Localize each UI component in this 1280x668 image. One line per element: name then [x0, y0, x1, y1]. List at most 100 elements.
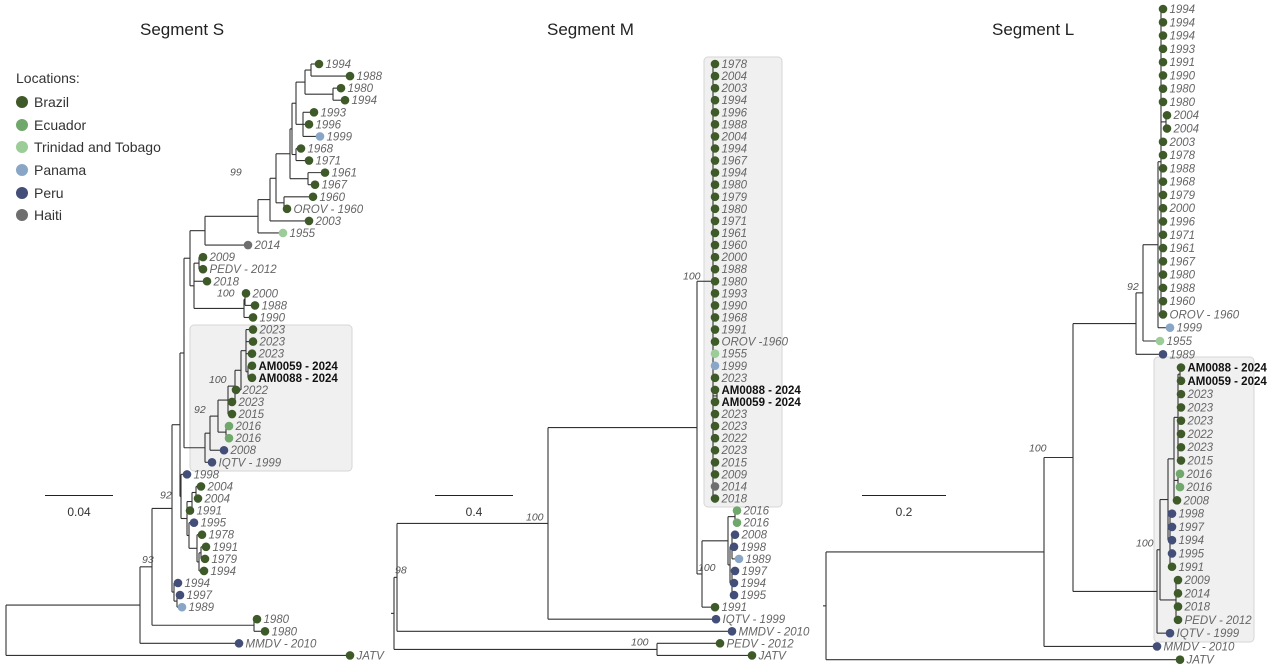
tip-label: 1994: [1179, 535, 1205, 547]
tip-label: 1980: [1170, 97, 1196, 109]
tip-dot: [1158, 190, 1168, 200]
tip-dot: [1158, 217, 1168, 226]
tip-label: 1990: [260, 312, 286, 324]
tip-label: 1994: [1170, 31, 1196, 43]
tip-label: 1999: [327, 131, 353, 143]
tip-dot: [710, 421, 720, 431]
tip-dot: [1173, 602, 1183, 611]
tip-label: 1999: [722, 361, 748, 373]
tip-label: 1996: [722, 107, 748, 119]
tip-label: 2023: [1187, 442, 1214, 454]
tip-label: 1995: [741, 590, 767, 602]
tip-dot: [177, 602, 187, 612]
tip-dot: [241, 289, 251, 298]
tip-label: 2016: [743, 518, 770, 530]
tip-label: OROV - 1960: [1170, 309, 1240, 321]
tip-label: AM0059 - 2024: [1188, 376, 1268, 388]
panama-dot-icon: [16, 164, 28, 177]
tip-label: AM0088 - 2024: [722, 385, 802, 397]
tip-label: JATV: [758, 650, 788, 662]
tip-label: 2018: [213, 276, 240, 288]
tip-dot: [1158, 17, 1168, 27]
tip-dot: [197, 530, 207, 540]
tip-dot: [247, 373, 257, 383]
tip-dot: [314, 59, 324, 69]
legend-label: Haiti: [34, 207, 63, 224]
tip-dot: [278, 228, 288, 238]
tip-label: 2023: [721, 409, 748, 421]
tip-label: 2023: [259, 325, 286, 337]
tip-label: 1998: [1179, 509, 1205, 521]
support-value: 100: [526, 511, 544, 523]
tip-label: 1993: [321, 107, 347, 119]
tip-dot: [198, 252, 208, 262]
tip-dot: [247, 349, 257, 358]
tip-dot: [250, 301, 260, 310]
tip-dot: [710, 494, 720, 503]
tip-label: 2016: [743, 506, 770, 518]
tip-dot: [710, 361, 720, 371]
tip-dot: [1158, 177, 1168, 186]
tip-label: 1980: [348, 83, 374, 95]
legend-item-panama: Panama: [16, 159, 161, 182]
support-value: 100: [1136, 538, 1154, 550]
tip-dot: [710, 132, 720, 141]
haiti-dot-icon: [16, 209, 28, 222]
tip-dot: [1158, 150, 1168, 160]
legend-title: Locations:: [16, 70, 80, 86]
tip-label: 2014: [254, 240, 281, 252]
tip-label: 1980: [1170, 84, 1196, 96]
tip-label: OROV - 1960: [294, 204, 364, 216]
tip-label: 1990: [1170, 70, 1196, 82]
support-value: 92: [194, 404, 206, 416]
tip-label: 1978: [209, 530, 235, 542]
tip-label: 1978: [1170, 150, 1196, 162]
tip-label: 2000: [1169, 203, 1196, 215]
brazil-dot-icon: [16, 96, 28, 109]
tip-dot: [309, 107, 319, 117]
tip-label: 1991: [1179, 562, 1205, 574]
scale-line: [45, 495, 113, 496]
tip-dot: [710, 325, 720, 334]
tip-dot: [710, 204, 720, 214]
tip-dot: [304, 216, 314, 226]
tip-dot: [747, 651, 757, 660]
tip-dot: [189, 518, 199, 527]
tip-label: PEDV - 2012: [1185, 615, 1253, 627]
tip-dot: [260, 626, 270, 636]
tip-label: 1994: [722, 95, 748, 107]
highlight-box: [703, 56, 783, 508]
tip-label: 2022: [1187, 429, 1214, 441]
tip-label: 1994: [352, 95, 378, 107]
tip-dot: [1173, 615, 1183, 625]
tip-dot: [224, 433, 234, 443]
tip-dot: [227, 409, 237, 419]
tip-dot: [710, 482, 720, 491]
tip-label: 1990: [722, 300, 748, 312]
tip-dot: [710, 144, 720, 153]
tip-dot: [1158, 296, 1168, 306]
tip-label: 2003: [315, 216, 342, 228]
location-legend: Locations: Brazil Ecuador Trinidad and T…: [16, 70, 161, 227]
tip-dot: [710, 301, 720, 310]
tip-dot: [247, 361, 257, 371]
tip-label: IQTV - 1999: [723, 614, 786, 626]
tip-dot: [1175, 655, 1185, 665]
tip-dot: [710, 95, 720, 105]
tip-dot: [248, 313, 258, 322]
tip-label: 1997: [187, 590, 213, 602]
scale-label: 0.2: [895, 505, 913, 519]
tip-label: 2009: [209, 252, 236, 264]
tip-dot: [1158, 270, 1168, 279]
tip-dot: [336, 83, 346, 93]
support-value: 92: [160, 490, 172, 502]
tip-label: JATV: [1186, 655, 1216, 667]
tip-dot: [1158, 243, 1168, 253]
tip-label: 1988: [1170, 163, 1196, 175]
tip-label: 2023: [1187, 402, 1214, 414]
tip-dot: [730, 566, 740, 576]
tip-label: 2023: [721, 445, 748, 457]
tip-label: 2009: [1184, 575, 1211, 587]
tip-label: 2015: [238, 409, 265, 421]
